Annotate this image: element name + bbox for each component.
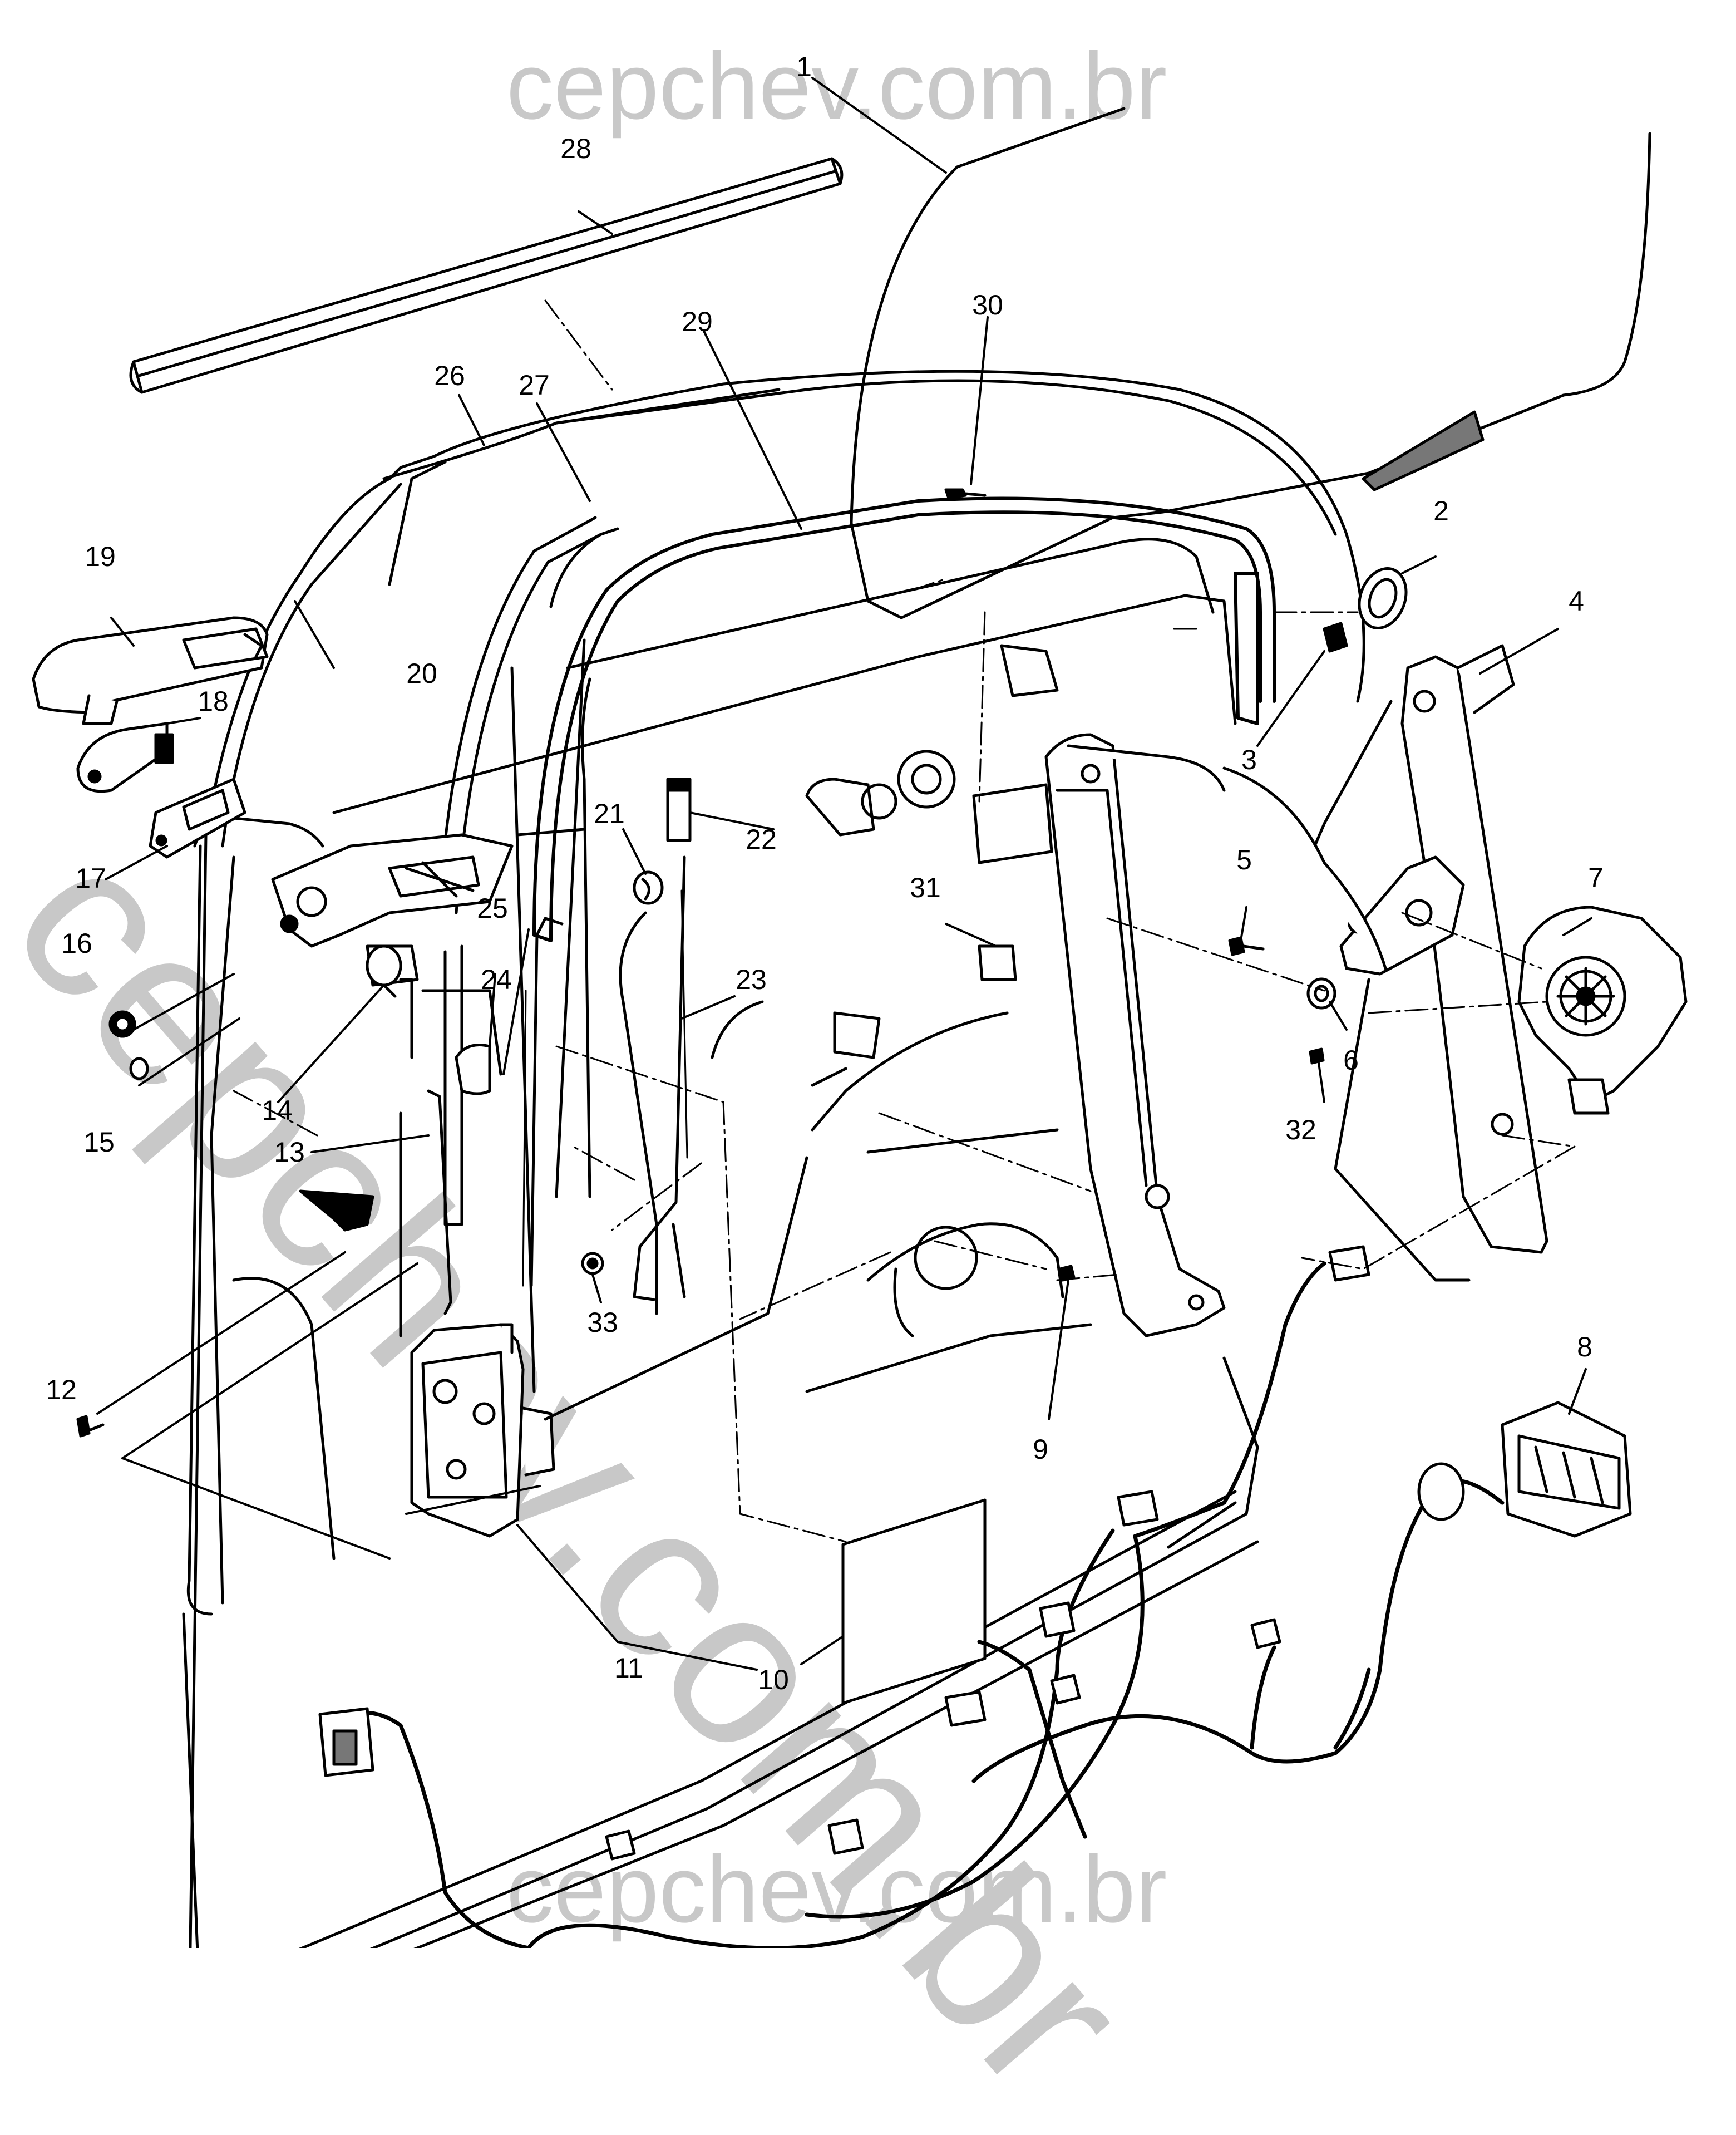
callout-3: 3 xyxy=(1241,744,1257,775)
callout-6: 6 xyxy=(1343,1045,1359,1076)
callout-22: 22 xyxy=(746,824,777,855)
rod-13 xyxy=(399,978,452,1315)
leader-lines xyxy=(96,77,1592,1671)
harness-connectors xyxy=(318,1245,1370,1861)
washer-6 xyxy=(1306,977,1336,1010)
bolt-9 xyxy=(1058,1265,1076,1282)
door-inner-panel xyxy=(182,527,1259,1948)
callout-19: 19 xyxy=(85,541,116,572)
fastener-33 xyxy=(581,1252,604,1275)
lock-rod-23 xyxy=(633,855,688,1301)
callout-1: 1 xyxy=(796,51,812,82)
callout-12: 12 xyxy=(46,1374,77,1405)
handle-bezel xyxy=(76,722,174,793)
belt-seal-strip xyxy=(129,157,844,394)
callout-18: 18 xyxy=(198,686,229,717)
callout-10: 10 xyxy=(758,1664,789,1695)
callout-31: 31 xyxy=(910,872,941,903)
handle-carrier xyxy=(271,833,514,948)
screw-30 xyxy=(944,488,987,500)
callout-5: 5 xyxy=(1236,844,1252,875)
callout-2: 2 xyxy=(1433,495,1449,527)
callout-14: 14 xyxy=(262,1095,293,1126)
watermark-top: cepchev.com.br xyxy=(506,33,1167,139)
connector-31 xyxy=(544,944,1017,1421)
diagram-drawing xyxy=(32,77,1688,1948)
door-latch xyxy=(410,1323,555,1538)
outside-handle xyxy=(32,616,269,725)
screw-12 xyxy=(76,1415,105,1438)
callout-17: 17 xyxy=(75,863,106,894)
callout-30: 30 xyxy=(972,289,1003,321)
callout-29: 29 xyxy=(682,306,713,337)
window-glass xyxy=(850,107,1651,619)
callout-7: 7 xyxy=(1588,862,1604,893)
label-10 xyxy=(841,1498,987,1705)
plug-16 xyxy=(108,1010,136,1038)
callout-23: 23 xyxy=(736,964,767,995)
callout-21: 21 xyxy=(594,798,625,829)
handle-gasket xyxy=(149,778,246,859)
callout-4: 4 xyxy=(1569,586,1584,617)
door-exploded-diagram: cepchev.com.br cepchev.com.br cepchev.co… xyxy=(0,33,1688,2135)
callout-20: 20 xyxy=(406,658,437,689)
callout-24: 24 xyxy=(481,964,512,995)
callout-25: 25 xyxy=(477,893,508,924)
callout-15: 15 xyxy=(83,1126,115,1158)
callout-28: 28 xyxy=(560,133,591,164)
harness-main-connector xyxy=(1417,1401,1632,1538)
window-motor xyxy=(1517,906,1688,1115)
callout-33: 33 xyxy=(587,1307,618,1338)
dash-dot-lines xyxy=(233,299,1576,1543)
grommet-2 xyxy=(1358,567,1408,629)
callout-11: 11 xyxy=(614,1652,643,1684)
window-regulator xyxy=(1222,644,1548,1282)
bolt-5 xyxy=(1228,936,1265,956)
bolt-32 xyxy=(1309,1047,1325,1065)
regulator-rail xyxy=(972,733,1226,1337)
lock-cylinder xyxy=(366,944,419,998)
callout-9: 9 xyxy=(1033,1434,1048,1465)
seal-ring-15 xyxy=(129,1057,149,1080)
rod-25 xyxy=(522,917,564,1287)
callout-13: 13 xyxy=(274,1137,305,1168)
plug-21 xyxy=(633,870,664,905)
callout-8: 8 xyxy=(1577,1331,1592,1362)
callout-26: 26 xyxy=(434,360,465,391)
clip-3 xyxy=(1323,622,1348,653)
callout-16: 16 xyxy=(61,928,92,959)
plug-24 xyxy=(455,1044,491,1095)
callout-32: 32 xyxy=(1285,1114,1316,1145)
callout-27: 27 xyxy=(519,370,550,401)
bumper-22 xyxy=(666,778,692,842)
